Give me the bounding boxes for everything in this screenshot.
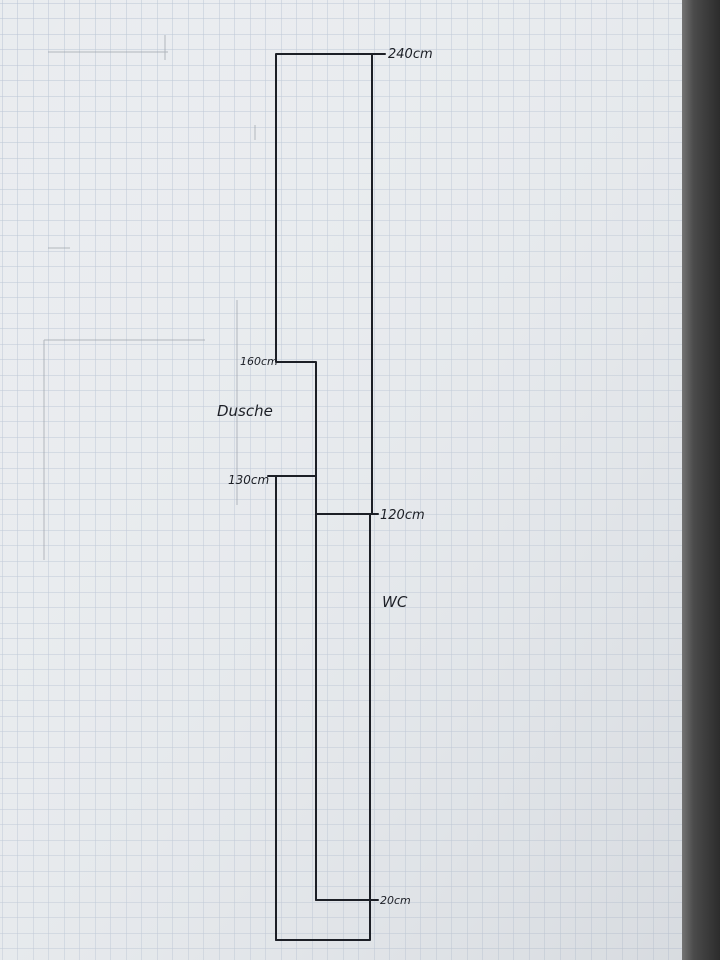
dimension-label-240: 240cm — [388, 47, 433, 62]
paper-shading — [0, 0, 682, 960]
dimension-label-120: 120cm — [380, 508, 425, 523]
plan-outline — [267, 53, 386, 941]
erased-pencil-marks — [43, 35, 256, 560]
notebook-edge — [676, 0, 720, 960]
step-notch-160 — [275, 339, 317, 477]
room-label-wc: WC — [382, 593, 408, 611]
room-label-dusche: Dusche — [217, 402, 273, 420]
dimension-label-160: 160cm — [240, 355, 278, 368]
dimension-label-130: 130cm — [228, 473, 269, 487]
dimension-label-20: 20cm — [380, 894, 411, 907]
wc-outline — [275, 899, 371, 941]
